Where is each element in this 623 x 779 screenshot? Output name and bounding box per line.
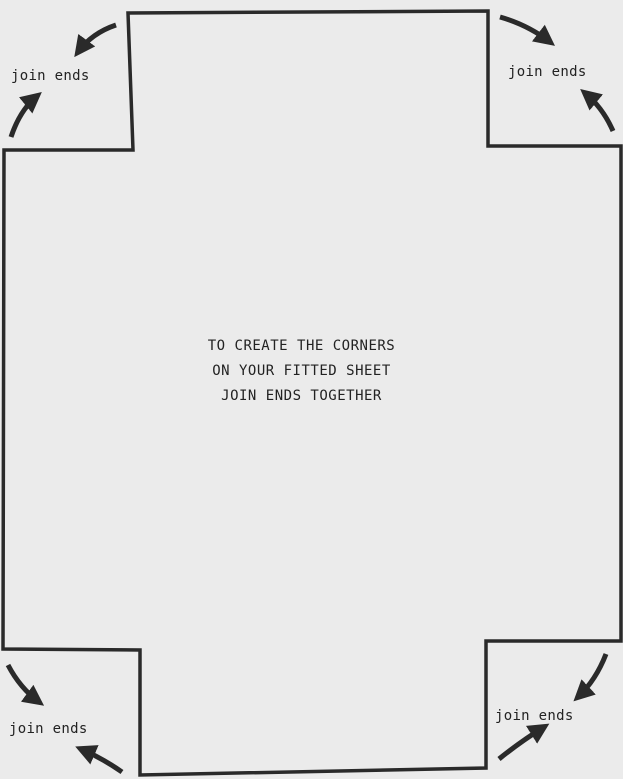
curved-arrow-icon [5,663,45,706]
curved-arrow-icon [573,653,609,702]
instruction-text: TO CREATE THE CORNERS ON YOUR FITTED SHE… [150,334,453,409]
curved-arrow-icon [74,22,117,58]
curved-arrow-icon [580,88,616,133]
instruction-line-3: JOIN ENDS TOGETHER [221,388,382,404]
curved-arrow-icon [497,723,550,761]
sheet-outline [1,9,623,777]
corner-label-bottom-right: join ends [495,708,574,724]
instruction-line-2: ON YOUR FITTED SHEET [212,363,391,379]
corner-label-bottom-left: join ends [9,721,88,737]
curved-arrow-icon [499,14,555,46]
curved-arrow-icon [75,745,124,775]
instruction-line-1: TO CREATE THE CORNERS [207,338,396,354]
corner-label-top-right: join ends [508,64,587,80]
corner-label-top-left: join ends [11,68,90,84]
curved-arrow-icon [8,91,42,138]
